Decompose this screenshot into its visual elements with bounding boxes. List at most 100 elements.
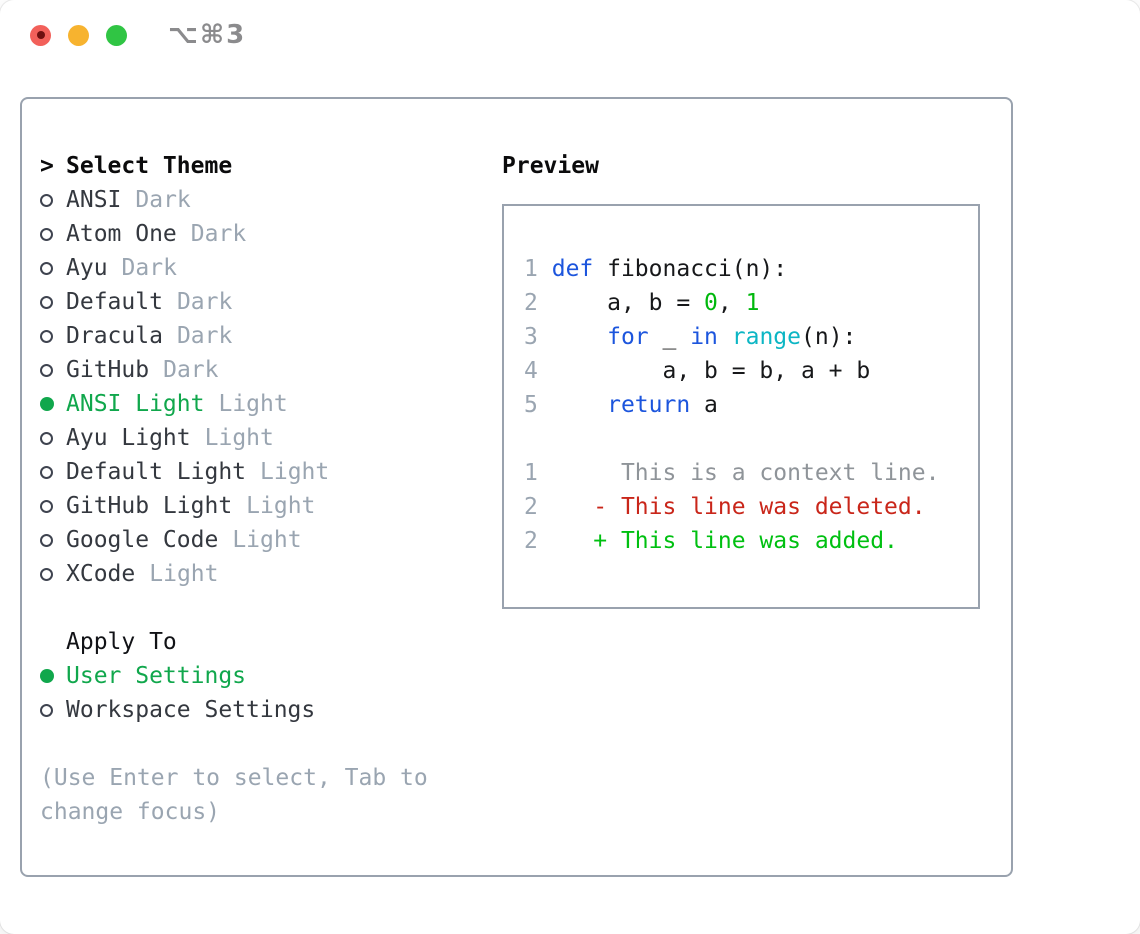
- line-number: 2: [524, 528, 538, 554]
- line-number: 5: [524, 392, 538, 418]
- diff-line: 2 - This line was deleted.: [524, 490, 978, 524]
- radio-unselected-icon: [40, 227, 53, 241]
- apply-to-label: Workspace Settings: [66, 697, 316, 723]
- code-token: a, b = b, a + b: [551, 358, 871, 384]
- theme-variant: Dark: [190, 221, 247, 247]
- theme-variant: Dark: [176, 289, 233, 315]
- theme-name: Default Light: [66, 459, 247, 485]
- radio-unselected-icon: [40, 499, 53, 513]
- theme-variant: Dark: [121, 255, 177, 281]
- theme-name: Dracula: [66, 323, 163, 349]
- line-number: 2: [524, 290, 538, 316]
- theme-option[interactable]: GitHub Light Light: [40, 489, 456, 523]
- code-line: 2 a, b = 0, 1: [524, 286, 978, 320]
- code-token: a: [690, 392, 718, 418]
- radio-icon: [40, 363, 66, 377]
- theme-list-title: Select Theme: [66, 153, 233, 179]
- theme-variant: Light: [204, 425, 274, 451]
- minimize-icon[interactable]: [68, 24, 89, 46]
- theme-list-header: > Select Theme: [40, 149, 456, 183]
- apply-to-header-row: Apply To: [40, 625, 456, 659]
- code-token: This is a context line.: [551, 460, 940, 486]
- radio-icon: [40, 295, 66, 309]
- theme-name: ANSI: [66, 187, 122, 213]
- theme-option[interactable]: ANSI Dark: [40, 183, 456, 217]
- radio-unselected-icon: [40, 465, 53, 479]
- theme-variant: Dark: [135, 187, 191, 213]
- theme-variant: Light: [232, 527, 302, 553]
- radio-icon: [40, 533, 66, 547]
- radio-unselected-icon: [40, 363, 53, 377]
- traffic-lights: [30, 24, 127, 46]
- radio-unselected-icon: [40, 329, 53, 343]
- radio-icon: [40, 567, 66, 581]
- radio-icon: [40, 193, 66, 207]
- theme-name: GitHub Light: [66, 493, 233, 519]
- code-token: for: [607, 324, 649, 350]
- apply-to-option[interactable]: User Settings: [40, 659, 456, 693]
- code-token: in: [690, 324, 718, 350]
- theme-name: Ayu Light: [66, 425, 191, 451]
- radio-icon: [40, 397, 66, 411]
- theme-option[interactable]: Default Dark: [40, 285, 456, 319]
- radio-selected-icon: [40, 669, 54, 683]
- radio-unselected-icon: [40, 703, 53, 717]
- code-token: [552, 324, 607, 350]
- code-token: _: [648, 324, 691, 350]
- theme-option[interactable]: Atom One Dark: [40, 217, 456, 251]
- spacer: [40, 591, 456, 625]
- code-token: return: [607, 392, 691, 418]
- line-number: 4: [524, 358, 538, 384]
- radio-icon: [40, 329, 66, 343]
- theme-option[interactable]: Dracula Dark: [40, 319, 456, 353]
- theme-variant: Light: [246, 493, 316, 519]
- code-token: - This line was deleted.: [551, 494, 926, 520]
- theme-name: Default: [66, 289, 163, 315]
- radio-icon: [40, 703, 66, 717]
- theme-name: ANSI Light: [66, 391, 205, 417]
- preview-header: Preview: [502, 149, 1011, 183]
- diff-line: 2 + This line was added.: [524, 524, 978, 558]
- theme-variant: Dark: [176, 323, 233, 349]
- theme-option[interactable]: Ayu Dark: [40, 251, 456, 285]
- code-token: 1: [745, 290, 760, 316]
- close-icon[interactable]: [30, 24, 51, 46]
- apply-to-label: User Settings: [66, 663, 247, 689]
- theme-option[interactable]: ANSI Light Light: [40, 387, 456, 421]
- code-token: + This line was added.: [551, 528, 898, 554]
- radio-icon: [40, 431, 66, 445]
- radio-icon: [40, 261, 66, 275]
- blank-line: [524, 422, 978, 456]
- theme-name: Atom One: [66, 221, 177, 247]
- code-token: def: [551, 256, 594, 282]
- radio-icon: [40, 669, 66, 683]
- hint-text: (Use Enter to select, Tab to change focu…: [40, 765, 428, 825]
- radio-unselected-icon: [40, 567, 53, 581]
- apply-to-option[interactable]: Workspace Settings: [40, 693, 456, 727]
- theme-option[interactable]: Ayu Light Light: [40, 421, 456, 455]
- code-token: fibonacci(n):: [593, 256, 788, 282]
- radio-unselected-icon: [40, 533, 53, 547]
- code-token: (n):: [801, 324, 857, 350]
- code-line: 5 return a: [524, 388, 978, 422]
- radio-icon: [40, 499, 66, 513]
- theme-name: Ayu: [66, 255, 108, 281]
- theme-variant: Light: [218, 391, 288, 417]
- theme-variant: Dark: [163, 357, 219, 383]
- zoom-icon[interactable]: [106, 24, 127, 46]
- theme-variant: Light: [149, 561, 219, 587]
- titlebar: ⌥⌘3: [0, 0, 1140, 70]
- code-line: 4 a, b = b, a + b: [524, 354, 978, 388]
- radio-unselected-icon: [40, 431, 53, 445]
- code-token: a, b =: [551, 290, 705, 316]
